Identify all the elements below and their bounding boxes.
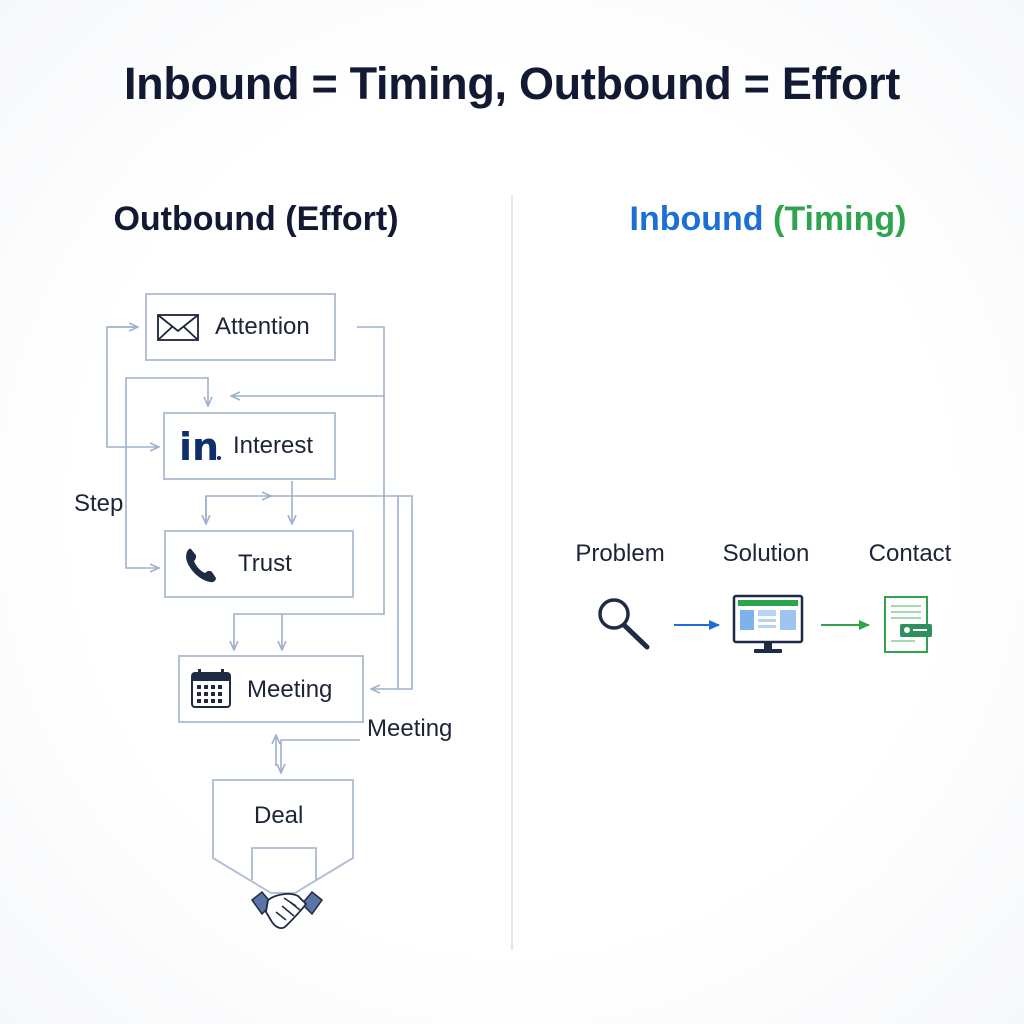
trust-box [164, 530, 354, 598]
interest-box [163, 412, 336, 480]
attention-box [145, 293, 336, 361]
contact-label: Contact [868, 540, 952, 567]
linkedin-icon: in [179, 425, 221, 469]
meeting-label: Meeting [247, 676, 333, 703]
envelope-icon [157, 314, 199, 341]
solution-label: Solution [722, 540, 810, 567]
deal-label: Deal [254, 802, 304, 829]
interest-label: Interest [233, 432, 314, 459]
inbound-title: Inbound (Timing) [512, 200, 1024, 239]
page-title: Inbound = Timing, Outbound = Effort [123, 58, 901, 109]
connectors [106, 327, 413, 880]
outbound-title: Outbound (Effort) [113, 200, 399, 238]
column-divider [511, 195, 513, 950]
inbound-title-timing: (Timing) [773, 200, 907, 238]
problem-label: Problem [575, 540, 665, 567]
meeting-annotation: Meeting [367, 715, 453, 742]
phone-icon [186, 548, 216, 583]
calendar-icon [191, 669, 231, 708]
monitor-icon [732, 594, 804, 653]
inbound-title-word: Inbound [629, 200, 764, 238]
step-label: Step [74, 490, 124, 517]
contact-form-icon [884, 596, 932, 653]
attention-label: Attention [215, 313, 310, 340]
svg-text:in: in [179, 425, 219, 469]
trust-label: Trust [238, 550, 292, 577]
handshake-icon [250, 890, 324, 929]
deal-funnel [212, 779, 354, 894]
magnifier-icon [598, 598, 650, 650]
